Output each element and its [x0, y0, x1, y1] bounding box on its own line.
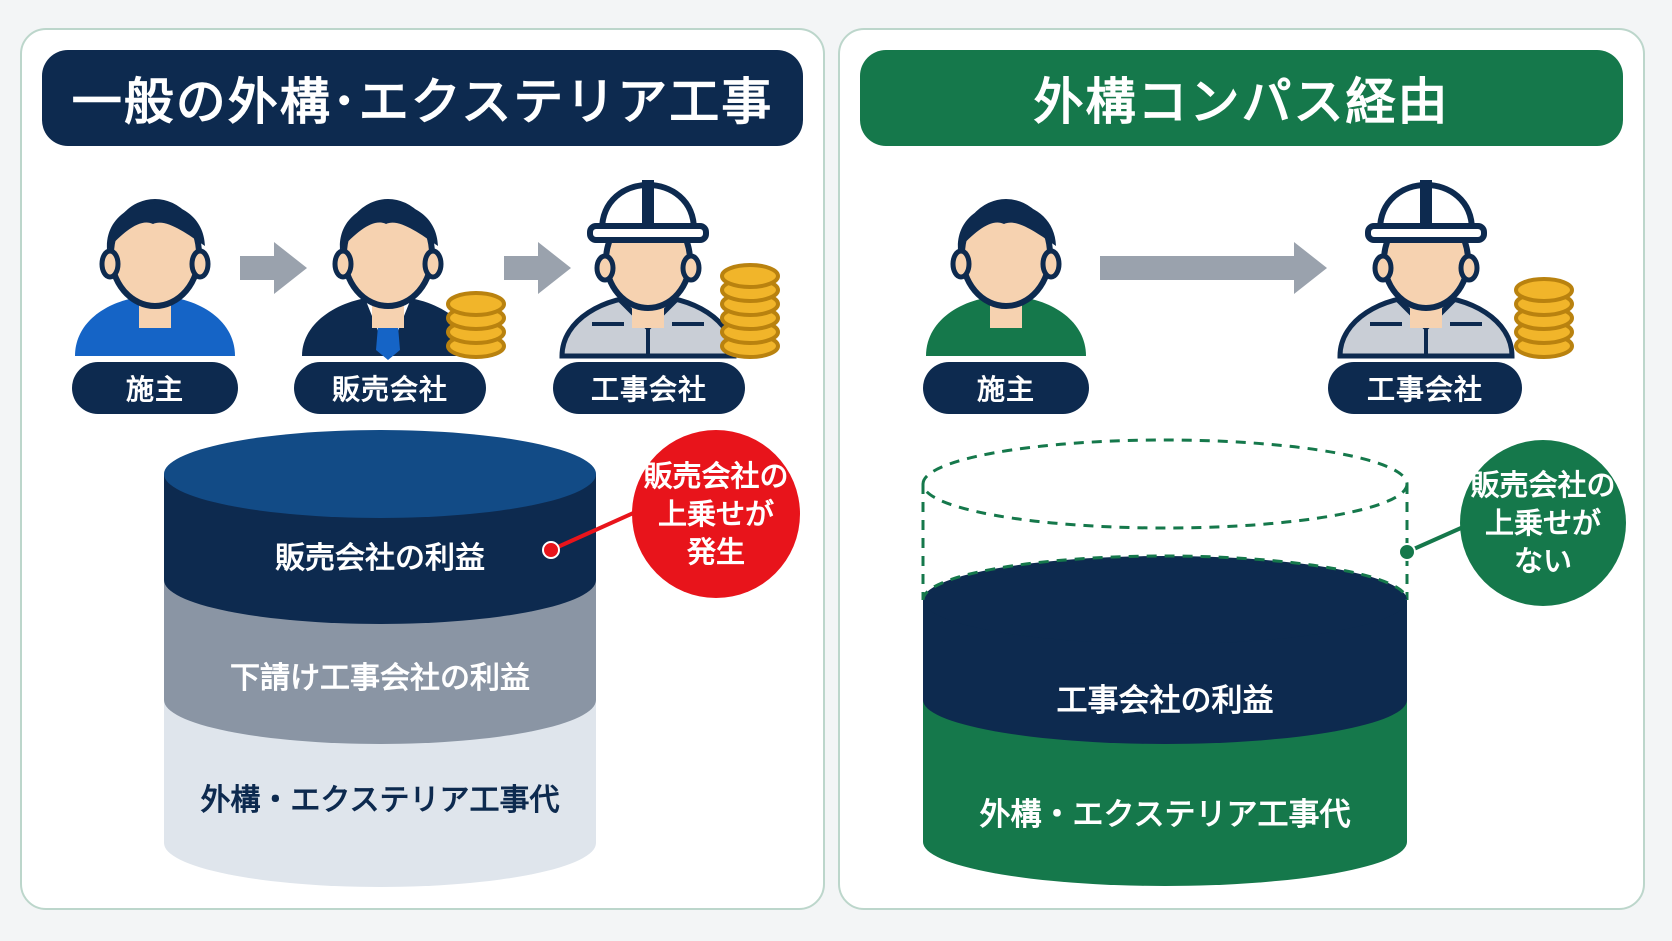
callout-no-markup: 販売会社の 上乗せが ない	[1460, 440, 1626, 606]
customer-icon	[926, 202, 1086, 356]
callout-line: 上乗せが	[657, 497, 774, 531]
callout-line: 販売会社の	[643, 459, 789, 493]
role-construction-company: 工事会社	[1328, 362, 1522, 414]
arrow-right-icon	[1100, 242, 1327, 294]
cost-cylinder-general	[164, 430, 596, 887]
role-sales-company: 販売会社	[294, 362, 486, 414]
customer-icon	[75, 202, 235, 356]
arrow-right-icon	[504, 242, 571, 294]
cost-cylinder-compass	[921, 438, 1409, 886]
sales-person-icon	[302, 202, 474, 360]
layer-sales-profit: 販売会社の利益	[275, 541, 485, 576]
layer-construction-cost: 外構・エクステリア工事代	[200, 783, 560, 818]
panel-title-general: 一般の外構･エクステリア工事	[42, 50, 803, 146]
callout-line: 発生	[686, 535, 745, 569]
coin-stack-icon	[446, 291, 506, 359]
callout-line: 販売会社の	[1470, 468, 1616, 502]
construction-worker-icon	[1337, 180, 1515, 359]
callout-markup-occurs: 販売会社の 上乗せが 発生	[632, 430, 800, 598]
panel-title-compass: 外構コンパス経由	[860, 50, 1623, 146]
coin-stack-icon	[720, 263, 780, 359]
coin-stack-icon	[1514, 277, 1574, 359]
callout-line: 上乗せが	[1484, 506, 1601, 540]
arrow-right-icon	[240, 242, 307, 294]
layer-subcontractor-profit: 下請け工事会社の利益	[230, 661, 530, 696]
layer-construction-profit: 工事会社の利益	[1056, 682, 1274, 719]
callout-connector-compass	[1398, 522, 1471, 561]
callout-connector-general	[542, 508, 641, 559]
role-customer: 施主	[72, 362, 238, 414]
role-construction-company: 工事会社	[553, 362, 745, 414]
construction-worker-icon	[559, 180, 737, 359]
layer-construction-cost: 外構・エクステリア工事代	[979, 796, 1351, 833]
role-customer: 施主	[923, 362, 1089, 414]
callout-line: ない	[1513, 544, 1572, 578]
